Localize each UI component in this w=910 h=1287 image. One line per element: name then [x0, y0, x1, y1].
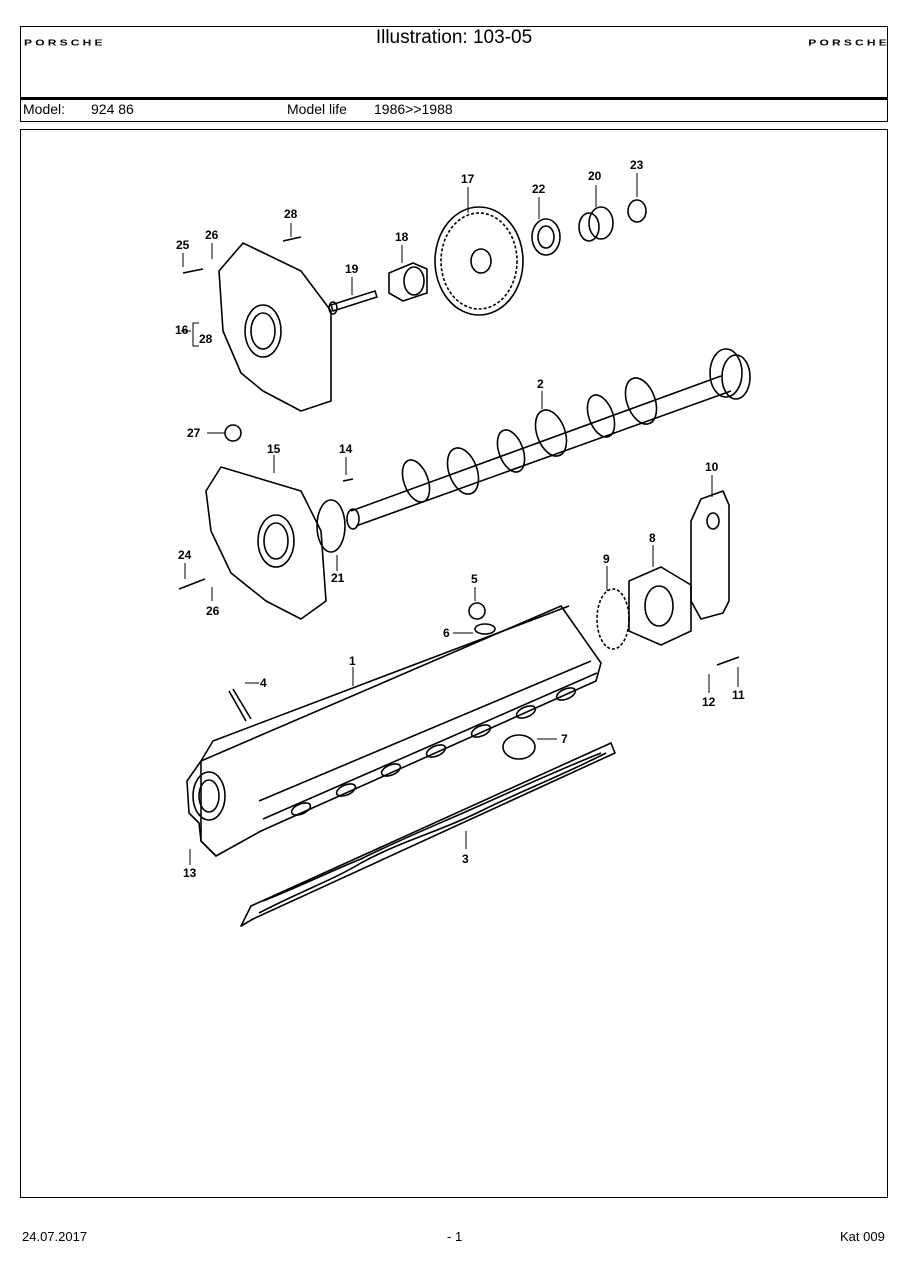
callout-10: 10 — [705, 460, 719, 474]
callout-8: 8 — [649, 531, 656, 545]
camshaft-part — [346, 348, 751, 530]
porsche-logo-right: PORSCHE — [808, 38, 890, 48]
model-value: 924 86 — [91, 101, 134, 117]
callout-17: 17 — [461, 172, 475, 186]
bolt-4-part — [228, 688, 252, 722]
footer-catalog: Kat 009 — [840, 1229, 885, 1244]
washer-6-part — [474, 623, 496, 635]
callout-20: 20 — [588, 169, 602, 183]
model-bar: Model: 924 86 Model life 1986>>1988 — [20, 100, 888, 122]
exploded-parts-diagram: 1 2 3 4 5 6 7 8 9 10 11 12 13 14 15 16 1… — [175, 158, 751, 927]
illustration-frame: 1 2 3 4 5 6 7 8 9 10 11 12 13 14 15 16 1… — [20, 129, 888, 1198]
bolt-25-part — [182, 268, 204, 274]
gasket-9-part — [596, 588, 630, 650]
callout-19: 19 — [345, 262, 359, 276]
callout-21: 21 — [331, 571, 345, 585]
illustration-title: Illustration: 103-05 — [375, 27, 533, 48]
callout-4: 4 — [260, 676, 267, 690]
bearing-housing-upper-part — [218, 242, 332, 412]
model-life-label: Model life — [287, 101, 347, 117]
callout-28-bracket: 28 — [199, 332, 213, 346]
bolt-11-part — [716, 656, 740, 666]
callout-9: 9 — [603, 552, 610, 566]
callout-6: 6 — [443, 626, 450, 640]
callout-15: 15 — [267, 442, 281, 456]
pin-28-part — [282, 236, 302, 242]
callout-1: 1 — [349, 654, 356, 668]
callout-11: 11 — [732, 688, 745, 702]
seal-part — [531, 218, 561, 256]
o-ring-21-part — [316, 499, 346, 553]
sprocket-gear-part — [434, 206, 524, 316]
bearing-housing-lower-part — [205, 466, 327, 620]
porsche-logo-left: PORSCHE — [24, 38, 106, 48]
callout-13: 13 — [183, 866, 197, 880]
footer-page: - 1 — [447, 1229, 463, 1244]
callout-27: 27 — [187, 426, 201, 440]
cap-part — [502, 734, 536, 760]
callout-3: 3 — [462, 852, 469, 866]
callout-22: 22 — [532, 182, 546, 196]
model-label: Model: — [23, 101, 66, 117]
callout-12: 12 — [702, 695, 716, 709]
bushing-part — [578, 206, 614, 242]
callout-5: 5 — [471, 572, 478, 586]
o-ring-part — [627, 199, 647, 223]
bolt-part — [328, 290, 378, 315]
cylinder-head-part — [186, 605, 602, 857]
nut-27-part — [224, 424, 242, 442]
callout-14: 14 — [339, 442, 353, 456]
callout-26: 26 — [205, 228, 219, 242]
plug-5-part — [468, 602, 486, 620]
callout-23: 23 — [630, 158, 644, 172]
callout-16: 16 — [175, 323, 189, 337]
pin-14-part — [342, 478, 354, 482]
head-gasket-part — [240, 742, 616, 927]
callout-28: 28 — [284, 207, 298, 221]
hub-part — [388, 262, 428, 302]
callout-18: 18 — [395, 230, 409, 244]
callout-25: 25 — [176, 238, 190, 252]
model-life-value: 1986>>1988 — [374, 101, 453, 117]
callout-7: 7 — [561, 732, 568, 746]
cover-plate-part — [690, 490, 730, 620]
bolt-24-part — [178, 578, 206, 590]
header-box: PORSCHE Illustration: 103-05 PORSCHE — [20, 26, 888, 100]
callout-24: 24 — [178, 548, 192, 562]
callout-26b: 26 — [206, 604, 220, 618]
housing-part — [628, 566, 692, 646]
footer-date: 24.07.2017 — [22, 1229, 88, 1244]
callout-2: 2 — [537, 377, 544, 391]
